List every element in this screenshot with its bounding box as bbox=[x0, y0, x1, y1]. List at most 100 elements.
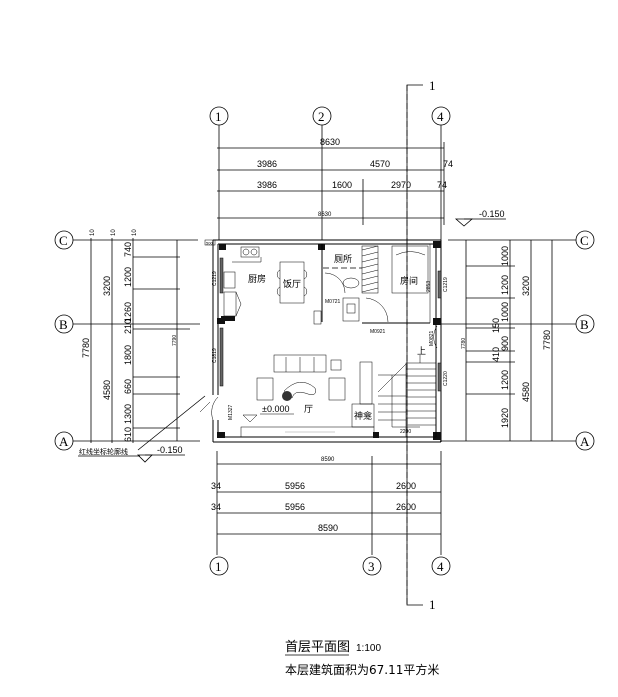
axis-bubble: B bbox=[59, 317, 68, 332]
axis-bubble: 1 bbox=[215, 109, 222, 124]
dim-text: 150 bbox=[491, 318, 501, 333]
dim-top-overall: 8630 bbox=[320, 137, 340, 147]
dim-text: 1200 bbox=[123, 267, 133, 287]
dim-text: 3986 bbox=[257, 180, 277, 190]
column bbox=[217, 432, 225, 438]
boundary-annotation: 红线坐标轮廓线 -0.150 bbox=[78, 395, 206, 463]
dim-text: 74 bbox=[443, 159, 453, 169]
dim-text: 3200 bbox=[521, 276, 531, 296]
dim-text: 10 bbox=[132, 229, 138, 236]
toilet-door-swing bbox=[324, 272, 346, 294]
kitchen-sink bbox=[223, 271, 236, 289]
stove bbox=[240, 246, 260, 258]
room-label-hall: 厅 bbox=[304, 404, 313, 415]
dim-left-overall: 7780 bbox=[81, 338, 91, 358]
window-tag: C1219 bbox=[212, 271, 218, 286]
dim-text: 1920 bbox=[500, 408, 510, 428]
level-text: -0.150 bbox=[479, 209, 505, 219]
door-tag: M0721 bbox=[325, 299, 341, 305]
side-door-swing bbox=[433, 325, 438, 349]
dim-text: 10 bbox=[90, 229, 96, 236]
level-marker-top: -0.150 bbox=[454, 209, 506, 227]
dim-text: 660 bbox=[123, 379, 133, 394]
axis-bubble: 3 bbox=[368, 559, 375, 574]
dim-text: 4580 bbox=[521, 382, 531, 402]
room-label-kitchen: 厨房 bbox=[248, 273, 266, 285]
bed-dim: 2853 bbox=[426, 281, 432, 292]
dim-right-overall: 7780 bbox=[542, 330, 552, 350]
level-text: -0.150 bbox=[157, 445, 183, 455]
dim-text: 1600 bbox=[332, 180, 352, 190]
room-label-shrine: 神龛 bbox=[354, 410, 372, 422]
dim-bottom-inner: 8590 bbox=[321, 457, 335, 463]
window-kitchen bbox=[219, 257, 224, 294]
building-plan: 500 C1219 C1819 C1219 C1220 M1327 厨房 饭厅 bbox=[199, 239, 449, 443]
drawing-caption: 首层平面图 1:100 本层建筑面积为67.11平方米 bbox=[285, 640, 439, 677]
room-label-bedroom: 房间 bbox=[400, 275, 418, 287]
dim-text: 1260 bbox=[123, 302, 133, 322]
dim-text: 1300 bbox=[123, 404, 133, 424]
floor-level: ±0.000 bbox=[262, 404, 289, 414]
room-label-toilet: 厕所 bbox=[334, 254, 352, 265]
dim-text: 5956 bbox=[285, 481, 305, 491]
dim-text: 900 bbox=[500, 336, 510, 351]
drawing-scale: 1:100 bbox=[356, 643, 381, 654]
right-axis-markers: C B A 1000 1200 1000 150 900 410 1200 19… bbox=[440, 230, 595, 451]
entry-door-swing bbox=[211, 396, 219, 421]
kitchen-counter bbox=[223, 291, 237, 317]
washbasin bbox=[342, 297, 360, 322]
dim-text: 1200 bbox=[500, 275, 510, 295]
section-label-bottom: 1 bbox=[429, 597, 436, 612]
dim-text: 34 bbox=[211, 481, 221, 491]
window-stair bbox=[437, 362, 442, 392]
corner-dim: 500 bbox=[206, 241, 213, 246]
shelf bbox=[361, 245, 379, 294]
dim-text: 1000 bbox=[500, 246, 510, 266]
column bbox=[433, 241, 441, 248]
door-tag: M0921 bbox=[370, 329, 386, 335]
column bbox=[219, 244, 226, 250]
dim-text: 2600 bbox=[396, 481, 416, 491]
stair-up-label: 上 bbox=[417, 346, 426, 357]
axis-bubble: A bbox=[580, 434, 590, 449]
room-label-dining: 饭厅 bbox=[283, 278, 301, 290]
axis-bubble: C bbox=[59, 233, 68, 248]
dim-text: 740 bbox=[123, 242, 133, 257]
dim-text: 7780 bbox=[461, 338, 467, 349]
drawing-title: 首层平面图 bbox=[285, 640, 350, 655]
area-note: 本层建筑面积为67.11平方米 bbox=[285, 662, 439, 677]
axis-bubble: 4 bbox=[437, 109, 444, 124]
bedroom-door-swing bbox=[365, 297, 389, 323]
boundary-label: 红线坐标轮廓线 bbox=[79, 447, 128, 456]
door-tag: M1327 bbox=[228, 404, 234, 420]
section-label-top: 1 bbox=[429, 78, 436, 93]
window-tag: C1220 bbox=[443, 371, 449, 386]
window-tag: C1219 bbox=[443, 277, 449, 292]
dim-text: 4570 bbox=[370, 159, 390, 169]
dim-text: 3200 bbox=[102, 276, 112, 296]
dim-top-inner: 8630 bbox=[318, 212, 332, 218]
axis-bubble: A bbox=[59, 434, 69, 449]
dim-text: 74 bbox=[437, 180, 447, 190]
dim-text: 2600 bbox=[396, 502, 416, 512]
dim-text: 410 bbox=[491, 347, 501, 362]
dim-text: 2970 bbox=[391, 180, 411, 190]
bottom-dimensions: 8590 34 5956 2600 34 5956 2600 8590 1 3 … bbox=[209, 451, 451, 576]
side-table bbox=[330, 359, 342, 371]
column bbox=[433, 432, 441, 440]
dim-text: 1000 bbox=[500, 302, 510, 322]
dim-text: 1800 bbox=[123, 345, 133, 365]
axis-bubble: 4 bbox=[437, 559, 444, 574]
dim-text: 4580 bbox=[102, 380, 112, 400]
dining-table bbox=[279, 261, 305, 304]
dim-text: 10 bbox=[111, 229, 117, 236]
column bbox=[433, 318, 441, 325]
dim-text: 5956 bbox=[285, 502, 305, 512]
left-axis-markers: C B A 10 10 10 7780 3200 4580 740 1200 1… bbox=[54, 229, 200, 451]
window-tag: C1819 bbox=[212, 348, 218, 363]
stair-dim: 2200 bbox=[400, 429, 411, 435]
armchair bbox=[328, 377, 346, 401]
dim-text: 210 bbox=[123, 319, 133, 334]
axis-bubble: B bbox=[580, 317, 589, 332]
